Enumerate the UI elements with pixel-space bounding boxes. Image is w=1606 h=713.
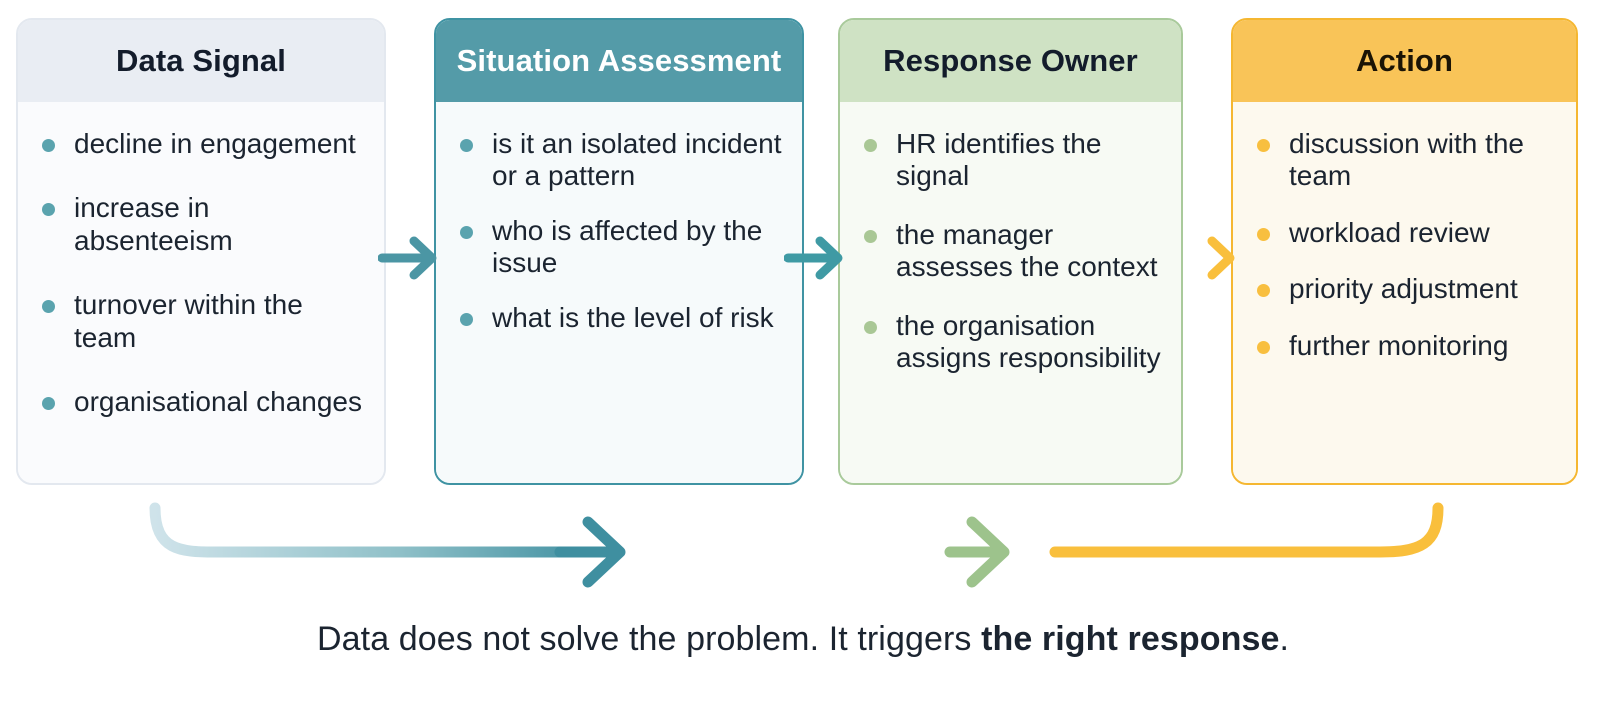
caption-suffix: . bbox=[1279, 620, 1290, 658]
bullet-list-action: discussion with the team workload review… bbox=[1255, 128, 1556, 362]
caption-emphasis: the right response bbox=[981, 620, 1280, 658]
list-item: increase in absenteeism bbox=[40, 192, 364, 257]
card-row: Data Signal decline in engagement increa… bbox=[16, 18, 1578, 485]
bullet-dot-icon bbox=[42, 300, 55, 314]
card-title-action: Action bbox=[1355, 43, 1454, 78]
bullet-dot-icon bbox=[42, 397, 55, 411]
bullet-dot-icon bbox=[864, 139, 877, 152]
list-item-label: further monitoring bbox=[1289, 329, 1509, 361]
card-title-response-owner: Response Owner bbox=[883, 43, 1138, 78]
list-item: who is affected by the issue bbox=[458, 215, 782, 280]
list-item-label: the manager assesses the context bbox=[896, 218, 1158, 283]
card-body-situation-assessment: is it an isolated incident or a pattern … bbox=[436, 102, 802, 483]
card-header-action: Action bbox=[1233, 20, 1576, 102]
bullet-dot-icon bbox=[42, 139, 55, 152]
card-data-signal[interactable]: Data Signal decline in engagement increa… bbox=[16, 18, 386, 485]
list-item-label: HR identifies the signal bbox=[896, 128, 1102, 192]
list-item: the organisation assigns responsibility bbox=[862, 310, 1161, 375]
bullet-dot-icon bbox=[1257, 139, 1270, 152]
list-item: discussion with the team bbox=[1255, 128, 1556, 193]
caption: Data does not solve the problem. It trig… bbox=[0, 620, 1606, 659]
card-body-response-owner: HR identifies the signal the manager ass… bbox=[840, 102, 1181, 483]
card-response-owner[interactable]: Response Owner HR identifies the signal … bbox=[838, 18, 1183, 485]
caption-prefix: Data does not solve the problem. It trig… bbox=[316, 620, 982, 658]
list-item: the manager assesses the context bbox=[862, 219, 1161, 284]
card-title-situation-assessment: Situation Assessment bbox=[456, 43, 782, 78]
list-item: workload review bbox=[1255, 217, 1556, 249]
list-item: further monitoring bbox=[1255, 330, 1556, 362]
list-item-label: increase in absenteeism bbox=[74, 192, 233, 256]
list-item-label: is it an isolated incident or a pattern bbox=[492, 128, 782, 192]
flow-arrows-svg bbox=[149, 502, 1444, 588]
list-item-label: what is the level of risk bbox=[492, 301, 774, 333]
bullet-dot-icon bbox=[1257, 284, 1270, 298]
list-item-label: discussion with the team bbox=[1289, 128, 1525, 192]
bullet-dot-icon bbox=[42, 203, 55, 217]
list-item: organisational changes bbox=[40, 386, 364, 418]
bullet-list-response-owner: HR identifies the signal the manager ass… bbox=[862, 128, 1161, 375]
arrow-response-owner-to-action bbox=[1175, 228, 1242, 288]
bullet-list-situation-assessment: is it an isolated incident or a pattern … bbox=[458, 128, 782, 334]
list-item-label: turnover within the team bbox=[74, 289, 303, 353]
bullet-list-data-signal: decline in engagement increase in absent… bbox=[40, 128, 364, 419]
bullet-dot-icon bbox=[460, 225, 473, 239]
list-item: what is the level of risk bbox=[458, 302, 782, 334]
list-item: HR identifies the signal bbox=[862, 128, 1161, 193]
card-header-response-owner: Response Owner bbox=[840, 20, 1181, 102]
card-body-action: discussion with the team workload review… bbox=[1233, 102, 1576, 483]
list-item-label: priority adjustment bbox=[1289, 273, 1518, 305]
list-item: turnover within the team bbox=[40, 289, 364, 354]
list-item-label: who is affected by the issue bbox=[492, 214, 763, 279]
bullet-dot-icon bbox=[864, 320, 877, 334]
arrow-data-signal-to-situation-assessment bbox=[377, 228, 444, 288]
card-action[interactable]: Action discussion with the team workload… bbox=[1231, 18, 1578, 485]
list-item-label: workload review bbox=[1289, 216, 1490, 248]
bullet-dot-icon bbox=[1257, 340, 1270, 354]
arrow-situation-assessment-to-response-owner bbox=[783, 228, 850, 288]
list-item-label: organisational changes bbox=[74, 386, 362, 418]
flow-arrow-yellow bbox=[1049, 502, 1444, 558]
bullet-dot-icon bbox=[864, 229, 877, 243]
list-item-label: the organisation assigns responsibility bbox=[896, 309, 1161, 374]
list-item-label: decline in engagement bbox=[74, 128, 356, 159]
card-header-situation-assessment: Situation Assessment bbox=[436, 20, 802, 102]
arrow-right-icon bbox=[1175, 236, 1235, 280]
card-body-data-signal: decline in engagement increase in absent… bbox=[18, 102, 384, 483]
flow-arrow-track bbox=[0, 470, 1606, 600]
flow-arrow-blue-to-teal bbox=[149, 502, 606, 558]
card-situation-assessment[interactable]: Situation Assessment is it an isolated i… bbox=[434, 18, 804, 485]
bullet-dot-icon bbox=[460, 139, 473, 152]
bullet-dot-icon bbox=[1257, 227, 1270, 241]
list-item: decline in engagement bbox=[40, 128, 364, 160]
card-title-data-signal: Data Signal bbox=[116, 43, 286, 78]
bullet-dot-icon bbox=[460, 312, 473, 326]
list-item: is it an isolated incident or a pattern bbox=[458, 128, 782, 193]
arrow-right-icon bbox=[377, 236, 437, 280]
list-item: priority adjustment bbox=[1255, 273, 1556, 305]
arrow-right-icon bbox=[783, 236, 843, 280]
card-header-data-signal: Data Signal bbox=[18, 20, 384, 102]
